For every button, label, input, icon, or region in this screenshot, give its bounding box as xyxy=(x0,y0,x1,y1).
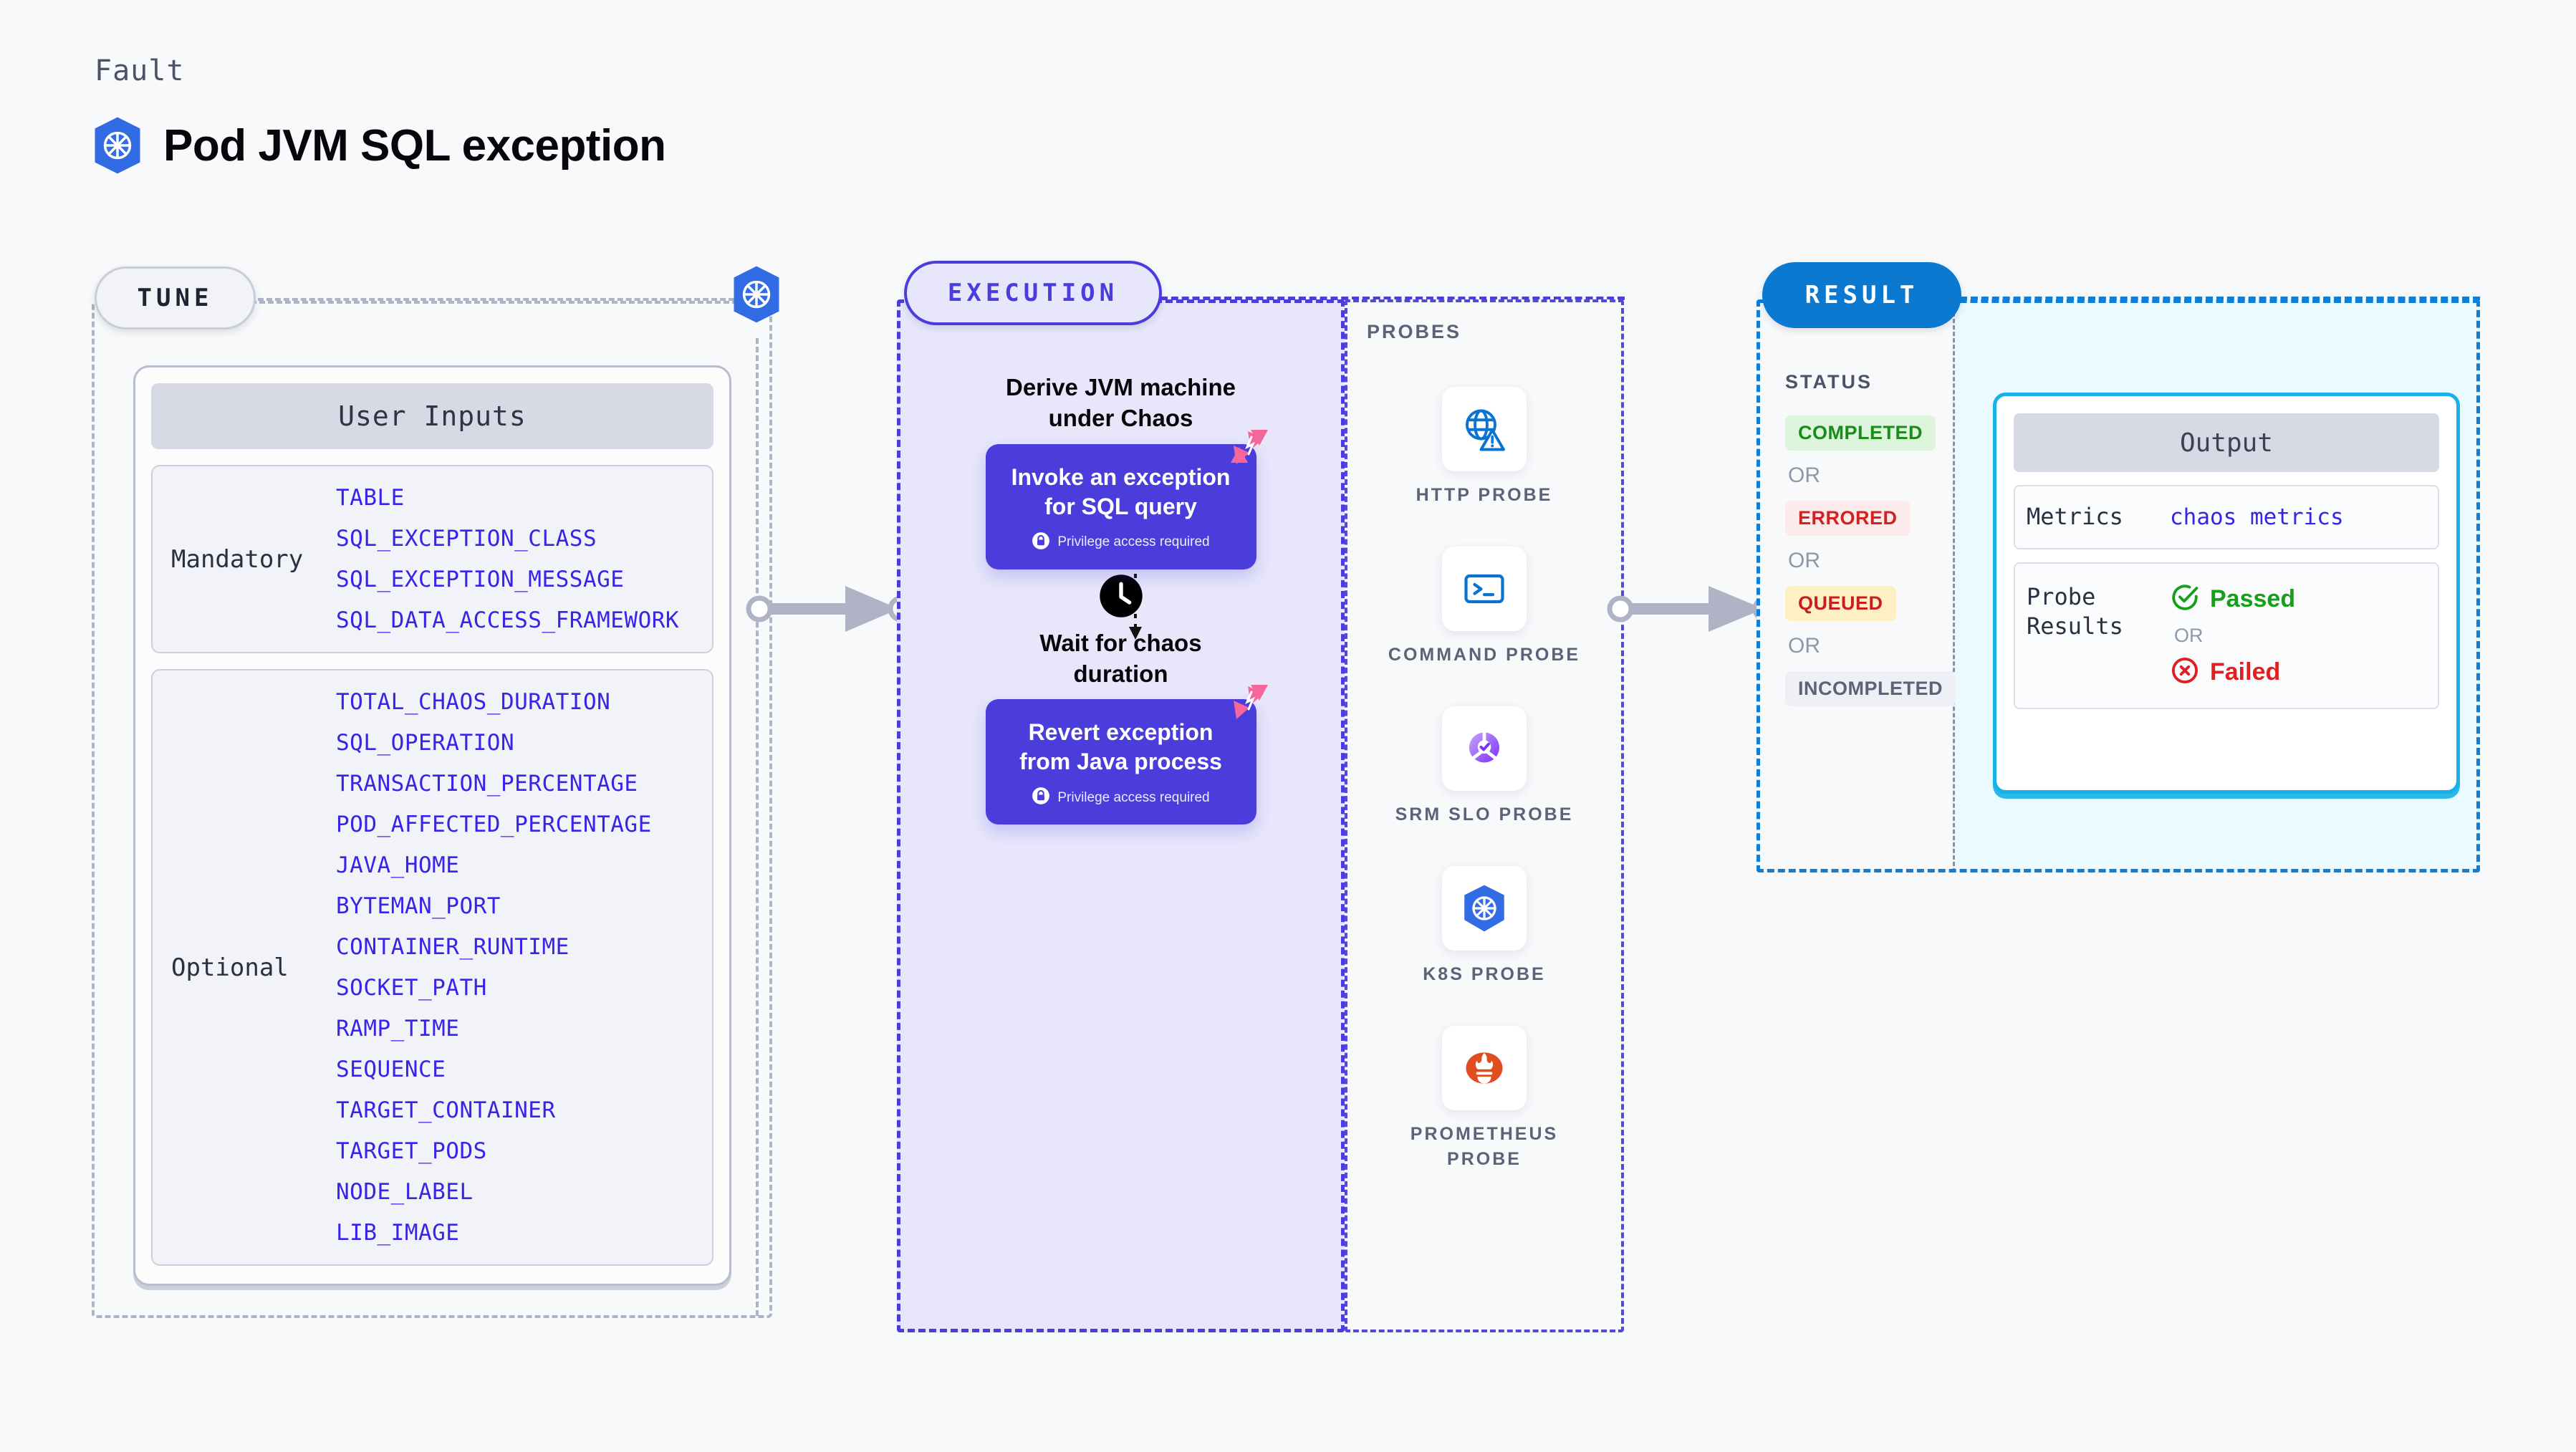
connector-arrow-tune-execution xyxy=(746,586,915,632)
privilege-note-text: Privilege access required xyxy=(1057,534,1210,550)
passed-label: Passed xyxy=(2210,585,2296,612)
output-row-metrics: Metrics chaos metrics xyxy=(2014,485,2439,549)
check-circle-icon xyxy=(2170,582,2200,616)
page-title: Pod JVM SQL exception xyxy=(92,116,666,175)
param-item[interactable]: TARGET_CONTAINER xyxy=(336,1097,556,1123)
probe-item-k8s[interactable]: K8S PROBE xyxy=(1377,866,1592,987)
status-badge: ERRORED xyxy=(1785,501,1911,536)
tune-pill[interactable]: TUNE xyxy=(95,266,256,330)
group-label: Optional xyxy=(171,953,289,982)
kubernetes-icon xyxy=(731,265,782,327)
status-badge: INCOMPLETED xyxy=(1785,671,1956,706)
probe-name: K8S PROBE xyxy=(1423,964,1546,984)
privilege-note-text: Privilege access required xyxy=(1057,789,1210,805)
param-item[interactable]: SQL_OPERATION xyxy=(336,730,515,756)
execution-step-wait-chaos: Wait for chaos duration xyxy=(1039,629,1202,687)
status-badge: QUEUED xyxy=(1785,586,1896,621)
prometheus-icon xyxy=(1442,1026,1527,1110)
execution-flow: Derive JVM machine under Chaos Invoke an… xyxy=(897,372,1345,825)
user-inputs-card: User Inputs Mandatory TABLE SQL_EXCEPTIO… xyxy=(133,365,731,1286)
param-item[interactable]: TOTAL_CHAOS_DURATION xyxy=(336,689,611,715)
param-list: TABLE SQL_EXCEPTION_CLASS SQL_EXCEPTION_… xyxy=(336,485,679,633)
output-key: Metrics xyxy=(2027,503,2123,530)
output-row-probe-results: Probe Results Passed OR xyxy=(2014,562,2439,709)
lock-icon xyxy=(1032,532,1050,554)
harness-logo-icon xyxy=(1229,683,1269,724)
clock-icon xyxy=(897,574,1345,618)
param-item[interactable]: SQL_DATA_ACCESS_FRAMEWORK xyxy=(336,607,680,633)
param-item[interactable]: TARGET_PODS xyxy=(336,1138,487,1164)
action-title: Invoke an exception for SQL query xyxy=(1011,463,1231,519)
probes-section-label: PROBES xyxy=(1367,321,1462,342)
param-item[interactable]: NODE_LABEL xyxy=(336,1179,474,1205)
harness-logo-icon xyxy=(1229,428,1269,469)
param-group-optional: Optional TOTAL_CHAOS_DURATION SQL_OPERAT… xyxy=(151,669,713,1266)
globe-warning-icon xyxy=(1442,387,1527,471)
probe-item-http[interactable]: HTTP PROBE xyxy=(1377,387,1592,508)
status-badge: COMPLETED xyxy=(1785,415,1936,451)
or-separator: OR xyxy=(1788,634,1820,658)
probe-name: COMMAND PROBE xyxy=(1388,645,1581,665)
privilege-note: Privilege access required xyxy=(1000,532,1242,554)
probe-item-prometheus[interactable]: PROMETHEUS PROBE xyxy=(1377,1026,1592,1172)
lock-icon xyxy=(1032,787,1050,809)
param-item[interactable]: POD_AFFECTED_PERCENTAGE xyxy=(336,812,652,837)
probe-name: HTTP PROBE xyxy=(1416,485,1553,505)
kubernetes-icon xyxy=(1442,866,1527,951)
action-title: Revert exception from Java process xyxy=(1019,719,1222,775)
x-circle-icon xyxy=(2170,655,2200,689)
kubernetes-icon xyxy=(92,116,143,175)
param-item[interactable]: SOCKET_PATH xyxy=(336,975,487,1001)
tune-panel xyxy=(92,301,772,1318)
result-pill[interactable]: RESULT xyxy=(1762,262,1961,328)
terminal-icon xyxy=(1442,547,1527,631)
param-item[interactable]: LIB_IMAGE xyxy=(336,1220,460,1246)
execution-action-revert-exception[interactable]: Revert exception from Java process Privi… xyxy=(985,685,1268,825)
param-item[interactable]: BYTEMAN_PORT xyxy=(336,893,501,919)
group-label: Mandatory xyxy=(171,544,304,574)
srm-slo-icon xyxy=(1442,706,1527,791)
execution-action-invoke-exception[interactable]: Invoke an exception for SQL query Privil… xyxy=(985,429,1268,569)
param-list: TOTAL_CHAOS_DURATION SQL_OPERATION TRANS… xyxy=(336,689,652,1246)
output-title: Output xyxy=(2014,413,2439,472)
output-key: Probe Results xyxy=(2027,582,2123,640)
probe-name: SRM SLO PROBE xyxy=(1395,804,1574,824)
tune-connector-line xyxy=(258,298,734,301)
privilege-note: Privilege access required xyxy=(1000,787,1242,809)
param-item[interactable]: SQL_EXCEPTION_MESSAGE xyxy=(336,567,625,592)
param-item[interactable]: SEQUENCE xyxy=(336,1057,446,1082)
probe-item-srm-slo[interactable]: SRM SLO PROBE xyxy=(1377,706,1592,827)
probe-result-passed: Passed xyxy=(2170,582,2295,616)
result-panel xyxy=(1756,299,2480,872)
probe-result-failed: Failed xyxy=(2170,655,2295,689)
or-separator: OR xyxy=(1788,463,1820,487)
output-value-metrics[interactable]: chaos metrics xyxy=(2170,504,2344,530)
param-item[interactable]: RAMP_TIME xyxy=(336,1016,460,1042)
output-card: Output Metrics chaos metrics Probe Resul… xyxy=(1993,393,2460,794)
status-section-label: STATUS xyxy=(1785,371,1873,393)
fault-kicker: Fault xyxy=(95,54,185,87)
probe-list: HTTP PROBE COMMAND PROBE xyxy=(1345,387,1624,1172)
param-item[interactable]: TABLE xyxy=(336,485,405,511)
failed-label: Failed xyxy=(2210,658,2281,686)
user-inputs-title: User Inputs xyxy=(151,383,713,449)
probe-name: PROMETHEUS PROBE xyxy=(1410,1124,1559,1169)
execution-pill[interactable]: EXECUTION xyxy=(904,261,1162,325)
or-separator: OR xyxy=(2174,624,2203,646)
probes-panel xyxy=(1345,299,1624,1332)
page-title-text: Pod JVM SQL exception xyxy=(163,120,666,170)
probe-item-command[interactable]: COMMAND PROBE xyxy=(1377,547,1592,668)
param-item[interactable]: SQL_EXCEPTION_CLASS xyxy=(336,526,597,552)
execution-connector-line xyxy=(1160,297,1625,300)
result-connector-line xyxy=(1960,297,2480,300)
tune-vertical-divider xyxy=(756,338,759,1316)
status-badge-list: COMPLETED OR ERRORED OR QUEUED OR INCOMP… xyxy=(1785,415,1957,706)
param-item[interactable]: CONTAINER_RUNTIME xyxy=(336,934,569,960)
probe-result-values: Passed OR Failed xyxy=(2170,582,2295,689)
param-item[interactable]: TRANSACTION_PERCENTAGE xyxy=(336,771,638,797)
param-item[interactable]: JAVA_HOME xyxy=(336,852,460,878)
or-separator: OR xyxy=(1788,549,1820,572)
execution-step-derive-jvm: Derive JVM machine under Chaos xyxy=(1006,374,1236,431)
param-group-mandatory: Mandatory TABLE SQL_EXCEPTION_CLASS SQL_… xyxy=(151,465,713,653)
